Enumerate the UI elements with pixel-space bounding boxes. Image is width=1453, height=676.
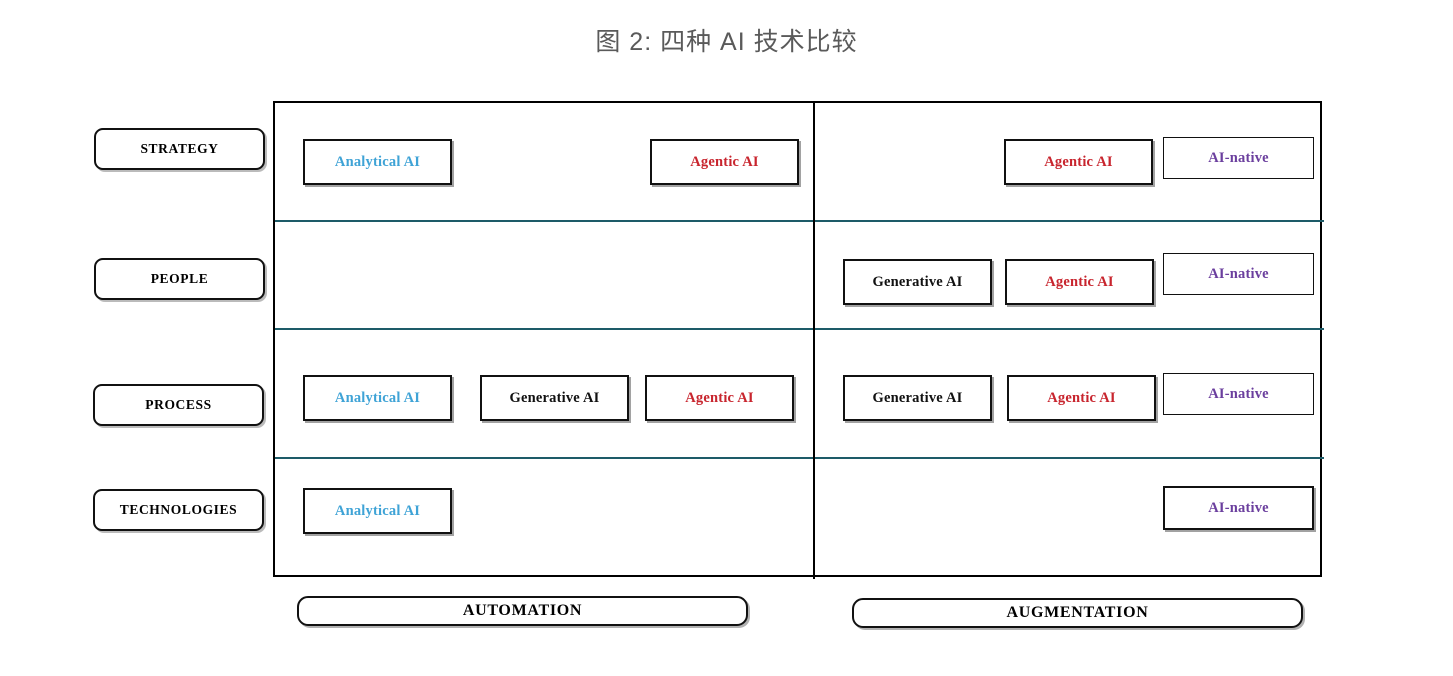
column-divider	[813, 103, 815, 579]
row-label-text: PROCESS	[145, 397, 212, 412]
chip-process-augmentation-ai-native[interactable]: AI-native	[1163, 373, 1314, 415]
chip-process-augmentation-agentic-ai[interactable]: Agentic AI	[1007, 375, 1156, 421]
chip-strategy-automation-analytical-ai[interactable]: Analytical AI	[303, 139, 452, 185]
chip-label: Generative AI	[509, 389, 600, 406]
chip-label: Analytical AI	[334, 502, 421, 519]
chip-process-augmentation-generative-ai[interactable]: Generative AI	[843, 375, 992, 421]
chip-strategy-automation-agentic-ai[interactable]: Agentic AI	[650, 139, 799, 185]
chip-process-automation-agentic-ai[interactable]: Agentic AI	[645, 375, 794, 421]
row-label-process: PROCESS	[93, 384, 264, 426]
chip-label: Analytical AI	[334, 153, 421, 170]
row-label-text: STRATEGY	[140, 141, 219, 156]
axis-label-augmentation: AUGMENTATION	[852, 598, 1303, 628]
axis-label-text: AUGMENTATION	[1006, 604, 1149, 621]
chip-label: Generative AI	[872, 273, 963, 290]
chip-people-augmentation-ai-native[interactable]: AI-native	[1163, 253, 1314, 295]
comparison-matrix: Analytical AI Agentic AI Agentic AI AI-n…	[273, 101, 1324, 579]
chip-label: AI-native	[1208, 265, 1269, 282]
axis-label-text: AUTOMATION	[462, 602, 583, 619]
row-label-technologies: TECHNOLOGIES	[93, 489, 264, 531]
chip-label: AI-native	[1208, 149, 1269, 166]
chip-process-automation-generative-ai[interactable]: Generative AI	[480, 375, 629, 421]
chip-technologies-augmentation-ai-native[interactable]: AI-native	[1163, 486, 1314, 530]
row-label-people: PEOPLE	[94, 258, 265, 300]
row-divider-3	[275, 457, 1324, 459]
chip-label: Agentic AI	[685, 389, 754, 406]
chip-label: Agentic AI	[1044, 153, 1113, 170]
chip-people-augmentation-generative-ai[interactable]: Generative AI	[843, 259, 992, 305]
chip-label: Agentic AI	[1047, 389, 1116, 406]
row-label-strategy: STRATEGY	[94, 128, 265, 170]
axis-label-automation: AUTOMATION	[297, 596, 748, 626]
chip-process-automation-analytical-ai[interactable]: Analytical AI	[303, 375, 452, 421]
page-title: 图 2: 四种 AI 技术比较	[595, 28, 858, 56]
chip-label: Analytical AI	[334, 389, 421, 406]
chip-label: AI-native	[1208, 499, 1269, 516]
chip-people-augmentation-agentic-ai[interactable]: Agentic AI	[1005, 259, 1154, 305]
row-label-text: TECHNOLOGIES	[119, 502, 238, 517]
chip-strategy-augmentation-agentic-ai[interactable]: Agentic AI	[1004, 139, 1153, 185]
row-divider-2	[275, 328, 1324, 330]
chip-label: AI-native	[1208, 385, 1269, 402]
chip-technologies-automation-analytical-ai[interactable]: Analytical AI	[303, 488, 452, 534]
row-label-text: PEOPLE	[150, 271, 209, 286]
chip-strategy-augmentation-ai-native[interactable]: AI-native	[1163, 137, 1314, 179]
chip-label: Generative AI	[872, 389, 963, 406]
row-divider-1	[275, 220, 1324, 222]
chip-label: Agentic AI	[690, 153, 759, 170]
chip-label: Agentic AI	[1045, 273, 1114, 290]
